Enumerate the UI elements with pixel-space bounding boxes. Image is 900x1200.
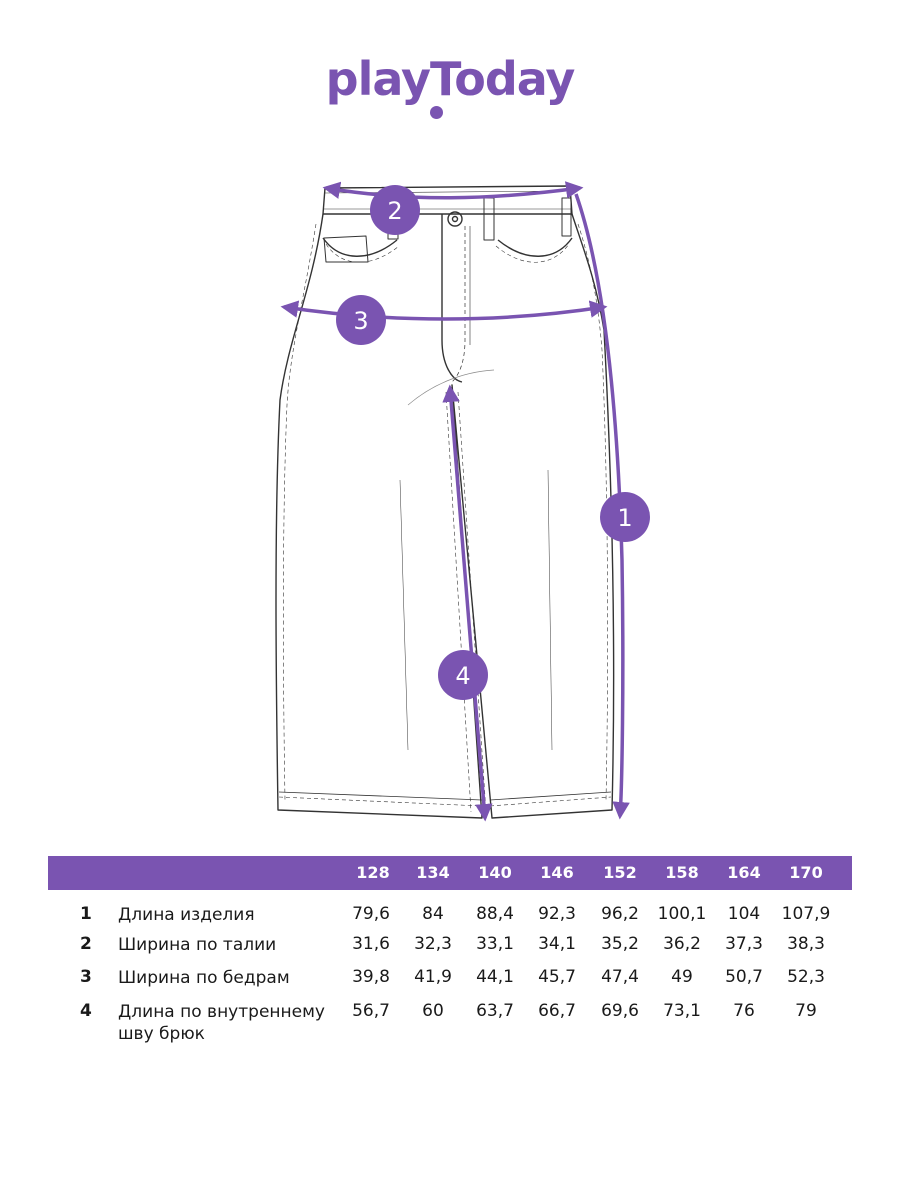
table-cell: 100,1 <box>657 904 707 924</box>
measurement-marker-1: 1 <box>600 492 650 542</box>
size-column-header: 164 <box>727 863 761 882</box>
table-cell: 60 <box>422 1001 444 1021</box>
measurement-marker-4: 4 <box>438 650 488 700</box>
table-cell: 52,3 <box>787 967 825 987</box>
table-cell: 36,2 <box>663 934 701 954</box>
table-cell: 37,3 <box>725 934 763 954</box>
row-label: Ширина по бедрам <box>118 968 290 988</box>
pants-diagram: 2 3 1 4 <box>275 181 650 822</box>
brand-logo: playToday <box>0 52 900 106</box>
pants-outline <box>275 185 615 819</box>
table-cell: 49 <box>671 967 693 987</box>
measurement-line-3 <box>280 300 608 321</box>
table-cell: 56,7 <box>352 1001 390 1021</box>
size-column-header: 152 <box>603 863 637 882</box>
size-column-header: 134 <box>416 863 450 882</box>
row-number: 4 <box>80 1001 92 1021</box>
table-cell: 63,7 <box>476 1001 514 1021</box>
table-cell: 45,7 <box>538 967 576 987</box>
brand-logo-dot <box>430 106 443 119</box>
row-label: Длина изделия <box>118 905 255 925</box>
row-number: 3 <box>80 967 92 987</box>
size-table-header <box>48 856 852 890</box>
marker-label-4: 4 <box>455 662 470 690</box>
size-column-header: 146 <box>540 863 574 882</box>
table-cell: 34,1 <box>538 934 576 954</box>
table-cell: 73,1 <box>663 1001 701 1021</box>
measurement-line-2 <box>322 181 584 200</box>
table-cell: 66,7 <box>538 1001 576 1021</box>
table-cell: 39,8 <box>352 967 390 987</box>
measurement-marker-2: 2 <box>370 185 420 235</box>
marker-label-3: 3 <box>353 307 368 335</box>
row-label: Ширина по талии <box>118 935 277 955</box>
table-cell: 84 <box>422 904 444 924</box>
marker-label-2: 2 <box>387 197 402 225</box>
table-cell: 88,4 <box>476 904 514 924</box>
brand-logo-text: playToday <box>325 52 576 106</box>
table-cell: 31,6 <box>352 934 390 954</box>
marker-label-1: 1 <box>617 504 632 532</box>
table-cell: 79 <box>795 1001 817 1021</box>
row-number: 2 <box>80 934 92 954</box>
size-column-header: 140 <box>478 863 512 882</box>
measurement-line-4 <box>442 384 493 822</box>
size-column-header: 158 <box>665 863 699 882</box>
row-label: Длина по внутреннему шву брюк <box>118 1002 325 1044</box>
table-cell: 50,7 <box>725 967 763 987</box>
table-cell: 35,2 <box>601 934 639 954</box>
table-cell: 96,2 <box>601 904 639 924</box>
table-cell: 76 <box>733 1001 755 1021</box>
table-cell: 104 <box>727 904 761 924</box>
table-cell: 92,3 <box>538 904 576 924</box>
table-cell: 44,1 <box>476 967 514 987</box>
measurement-line-1 <box>574 193 630 820</box>
table-cell: 38,3 <box>787 934 825 954</box>
table-cell: 107,9 <box>781 904 831 924</box>
table-cell: 79,6 <box>352 904 390 924</box>
table-cell: 41,9 <box>414 967 452 987</box>
row-number: 1 <box>80 904 92 924</box>
table-cell: 69,6 <box>601 1001 639 1021</box>
table-cell: 33,1 <box>476 934 514 954</box>
table-cell: 32,3 <box>414 934 452 954</box>
size-column-header: 170 <box>789 863 823 882</box>
table-cell: 47,4 <box>601 967 639 987</box>
size-column-header: 128 <box>356 863 390 882</box>
measurement-lines <box>280 181 630 822</box>
measurement-marker-3: 3 <box>336 295 386 345</box>
